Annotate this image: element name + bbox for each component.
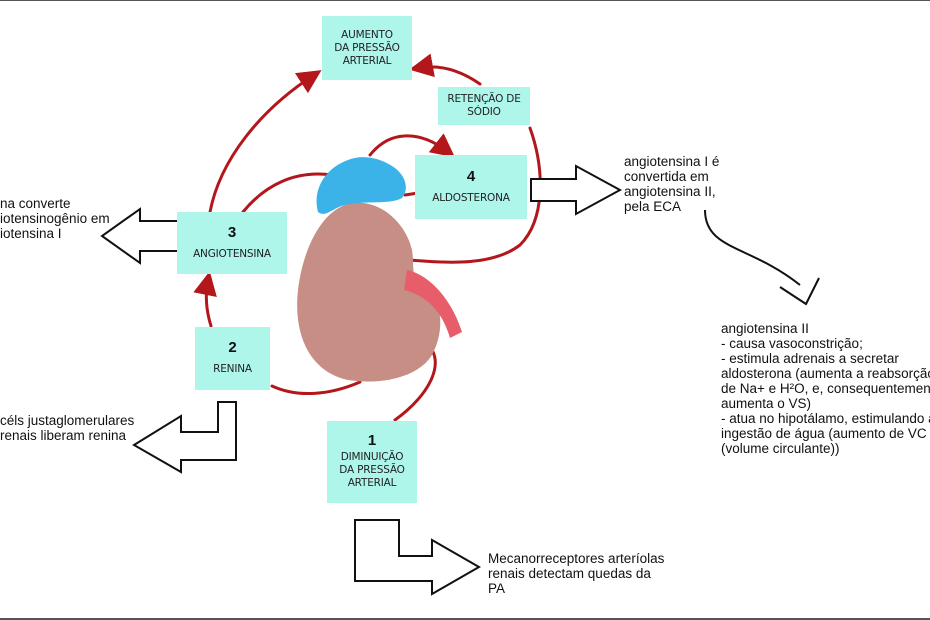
box-diminuicao-pressao: 1 DIMINUIÇÃO DA PRESSÃO ARTERIAL <box>327 421 417 503</box>
box-retencao-sodio: RETENÇÃO DE SÓDIO <box>438 87 530 125</box>
arrow-renina-to-angiotensina <box>193 271 217 328</box>
arrow-angiotensina-to-adrenal <box>241 172 334 214</box>
arrow-adrenal-to-aldosterona <box>368 133 456 158</box>
box-aldosterona-label: ALDOSTERONA <box>432 191 510 204</box>
box-diminuicao-number: 1 <box>367 432 377 449</box>
box-aldosterona: 4 ALDOSTERONA <box>415 155 527 219</box>
arrow-angiotensina-to-aumento <box>208 70 322 214</box>
box-angiotensina-number: 3 <box>227 223 237 241</box>
frame-top-border <box>0 0 930 1</box>
adrenal-gland-icon <box>316 157 406 214</box>
note-celulas-justaglomerulares: céls justaglomerulares renais liberam re… <box>0 413 135 443</box>
frame-bottom-border <box>0 618 930 620</box>
box-diminuicao-label: DIMINUIÇÃO DA PRESSÃO ARTERIAL <box>339 451 405 489</box>
box-renina-label: RENINA <box>213 363 252 375</box>
line-loop-to-retencao <box>406 126 542 264</box>
ureter-icon <box>404 270 462 338</box>
box-angiotensina: 3 ANGIOTENSINA <box>177 212 287 274</box>
curved-arrow-to-angiotensina-ii-note <box>704 209 801 286</box>
arrow-to-eca-note <box>530 164 623 216</box>
box-retencao-label: RETENÇÃO DE SÓDIO <box>447 93 521 118</box>
arrow-retencao-to-aumento <box>409 53 482 86</box>
kidney-icon <box>297 202 441 382</box>
line-kidney-to-renina <box>270 380 362 396</box>
box-renina: 2 RENINA <box>195 327 270 390</box>
note-eca: angiotensina I é convertida em angiotens… <box>624 154 720 214</box>
box-angiotensina-label: ANGIOTENSINA <box>193 247 271 260</box>
arrow-to-mecanorreceptores-note <box>354 519 482 596</box>
box-aumento-label: AUMENTO DA PRESSÃO ARTERIAL <box>334 28 400 67</box>
arrow-to-celulas-note <box>132 401 237 474</box>
box-aldosterona-number: 4 <box>466 167 476 185</box>
arrow-to-angiotensinogenio-note <box>100 207 179 265</box>
note-mecanorreceptores: Mecanorreceptores arteríolas renais dete… <box>488 551 665 596</box>
note-angiotensina-ii: angiotensina II - causa vasoconstrição; … <box>721 321 930 456</box>
note-angiotensinogenio: na converte iotensinogênio em iotensina … <box>0 196 110 241</box>
box-renina-number: 2 <box>228 339 237 356</box>
curved-arrow-head <box>779 277 820 306</box>
box-aumento-pressao: AUMENTO DA PRESSÃO ARTERIAL <box>322 16 412 80</box>
